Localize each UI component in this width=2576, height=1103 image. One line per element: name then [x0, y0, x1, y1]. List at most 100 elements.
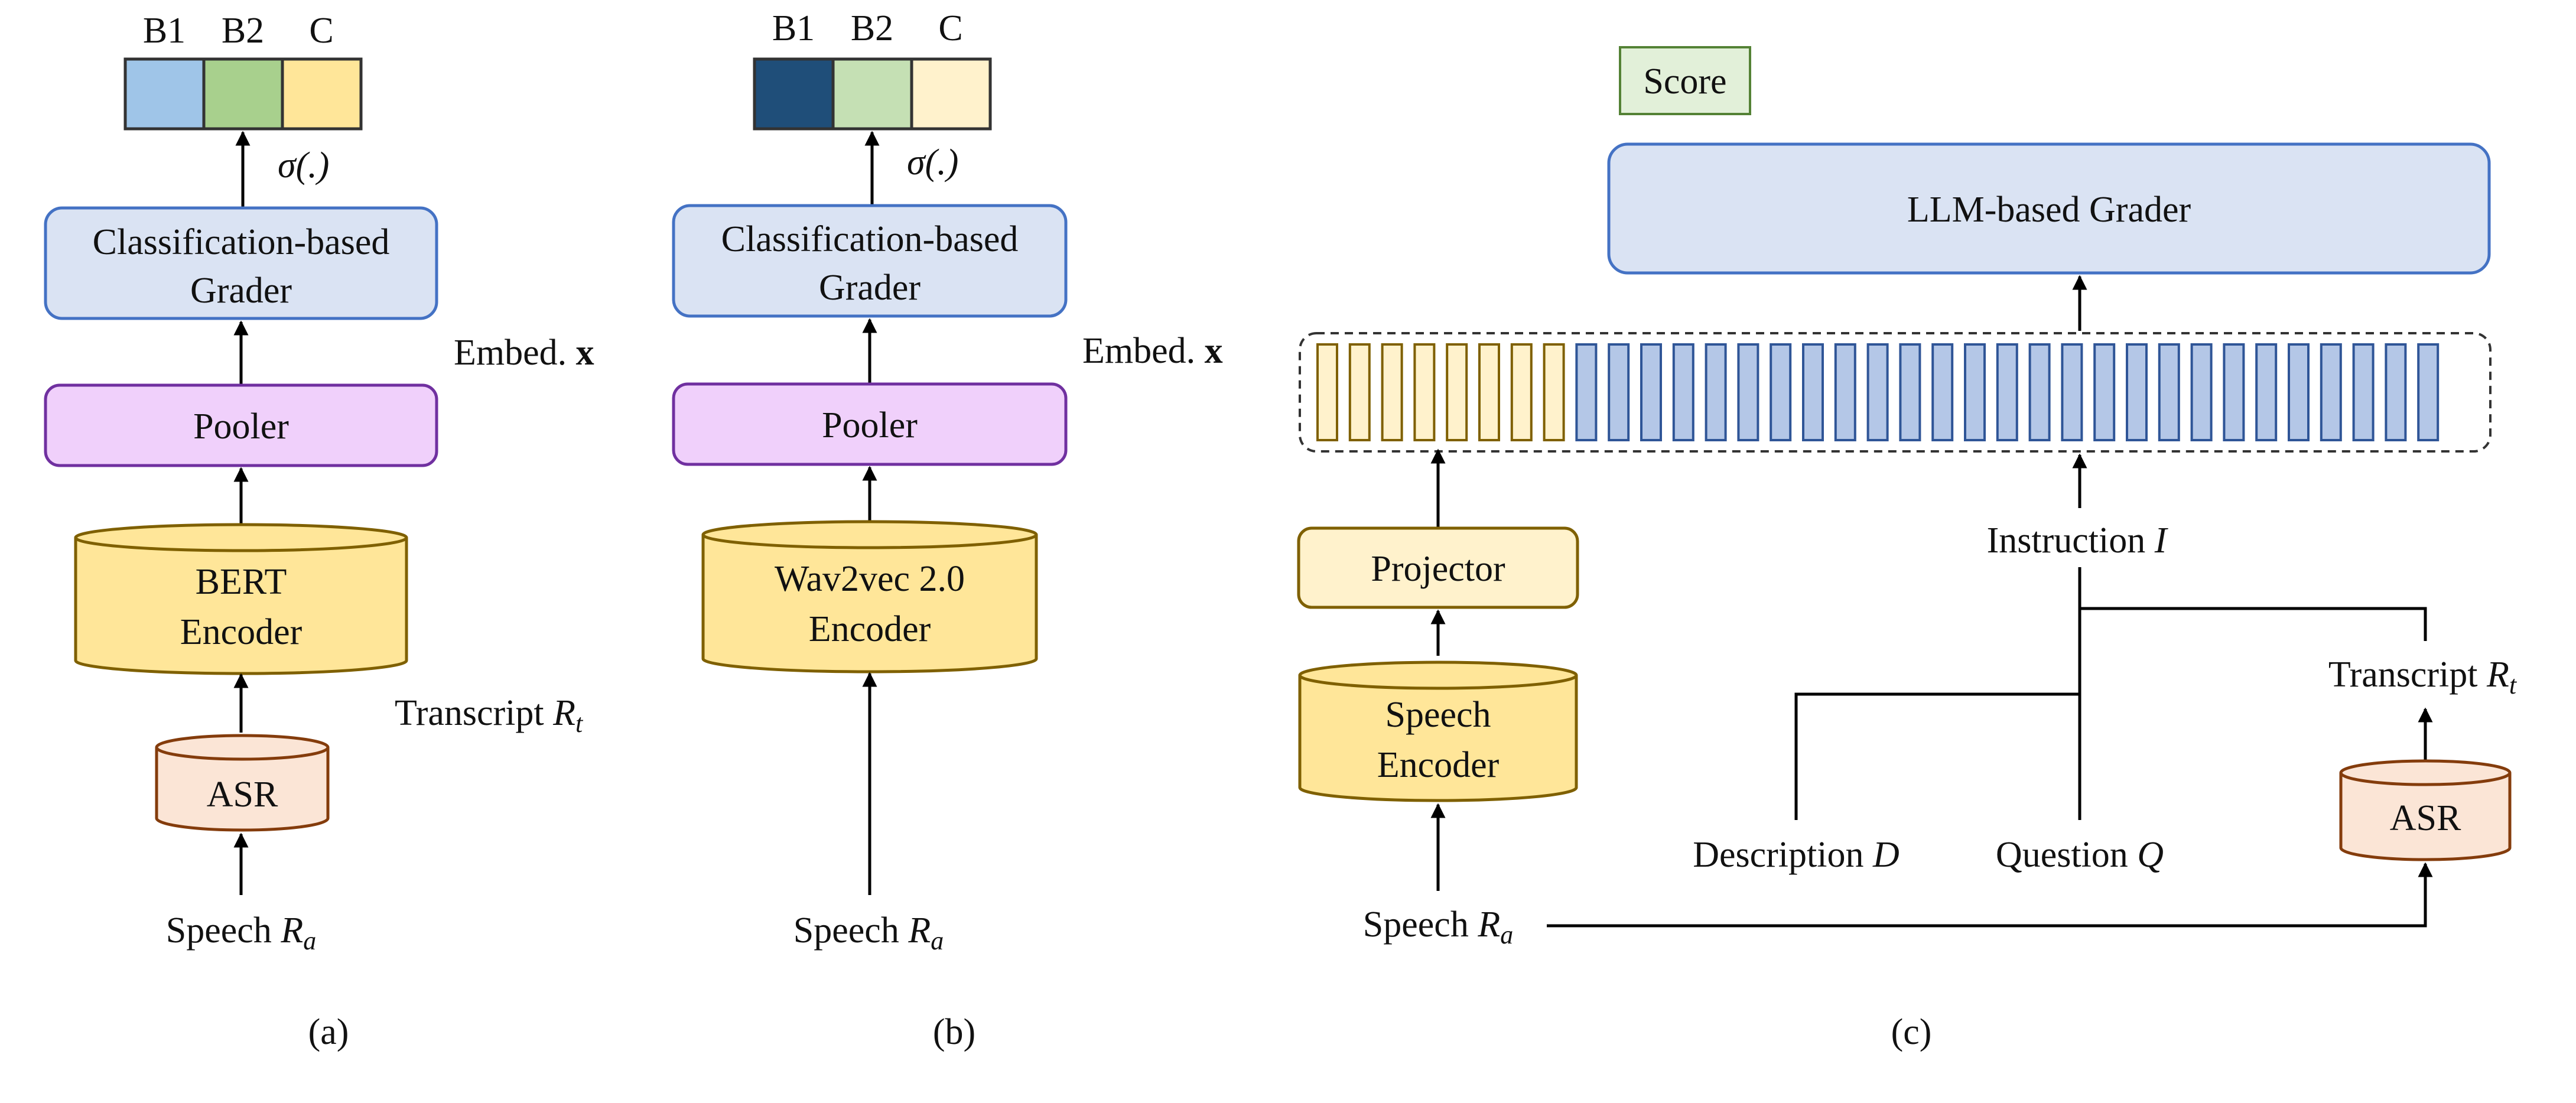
panel-b-output: B1 B2 C: [753, 8, 992, 131]
text-token: [1866, 343, 1889, 441]
speech-token: [1316, 343, 1338, 441]
speech-token: [1348, 343, 1371, 441]
panel-b-class-b2-label: B2: [851, 8, 893, 48]
panel-c-instruction-prefix: Instruction: [1987, 520, 2146, 561]
text-token: [2190, 343, 2213, 441]
panel-c-speech-var: R: [1477, 904, 1500, 945]
text-token: [1672, 343, 1694, 441]
text-token: [2093, 343, 2116, 441]
panel-c-transcript-prefix: Transcript: [2328, 655, 2478, 695]
panel-a-transcript-var: R: [552, 693, 575, 733]
panel-a-sigma: σ(.): [278, 145, 329, 186]
panel-a-embed-var: x: [576, 333, 594, 373]
speech-token: [1478, 343, 1500, 441]
panel-c-transcript-var: R: [2486, 655, 2509, 695]
panel-a-pooler-label: Pooler: [193, 406, 289, 447]
panel-b-embed-prefix: Embed.: [1082, 331, 1195, 371]
text-token: [2158, 343, 2180, 441]
panel-c-question-prefix: Question: [1996, 835, 2128, 875]
panel-b-speech-var: R: [908, 910, 931, 951]
speech-token: [1446, 343, 1468, 441]
panel-a-encoder-line2: Encoder: [180, 612, 303, 652]
panel-a-asr-label: ASR: [207, 775, 278, 815]
text-token: [1899, 343, 1921, 441]
panel-b-class-c-label: C: [938, 8, 962, 48]
panel-c-speech-sub: a: [1500, 920, 1513, 949]
panel-b-class-b2-box: [831, 57, 913, 131]
panel-b-encoder-line1: Wav2vec 2.0: [775, 559, 965, 599]
panel-b-speech-sub: a: [931, 926, 944, 955]
text-token: [1705, 343, 1727, 441]
panel-a-transcript-sub: t: [575, 709, 584, 738]
panel-a-grader-line1: Classification-based: [93, 222, 390, 262]
panel-a-class-b1-box: [123, 57, 206, 131]
panel-c-projector-box: [1297, 526, 1579, 609]
text-token: [1737, 343, 1759, 441]
panel-b-class-b1-box: [753, 57, 835, 131]
panel-c-instruction-var: I: [2154, 520, 2169, 561]
panel-b-embed-label: Embed. x: [1082, 331, 1223, 371]
text-token: [2126, 343, 2148, 441]
text-token: [2417, 343, 2440, 441]
panel-c-description-label: Description D: [1693, 835, 1900, 875]
panel-c-asr-label: ASR: [2390, 798, 2461, 838]
panel-c-description-prefix: Description: [1693, 835, 1863, 875]
panel-c-token-sequence: [1299, 332, 2492, 453]
panel-c-projector-label: Projector: [1371, 549, 1505, 589]
panel-b-class-c-box: [910, 57, 992, 131]
text-token: [2061, 343, 2083, 441]
panel-c-instruction-label: Instruction I: [1987, 520, 2169, 561]
panel-b-speech-label: Speech Ra: [793, 910, 944, 955]
panel-c-tokens: [1316, 343, 2440, 441]
panel-b-pooler-box: [672, 382, 1068, 466]
panel-b-grader-box: [672, 204, 1068, 318]
text-token: [2223, 343, 2245, 441]
panel-c-speech-to-asr: [1547, 862, 2433, 928]
panel-c-transcript-sub: t: [2509, 671, 2518, 699]
panel-c-grader-label: LLM-based Grader: [1907, 190, 2191, 230]
text-token: [2255, 343, 2278, 441]
panel-b-class-b1-label: B1: [772, 8, 815, 48]
panel-c-encoder-line2: Encoder: [1377, 745, 1500, 785]
panel-a-encoder-line1: BERT: [196, 562, 287, 602]
text-token: [1640, 343, 1662, 441]
panel-c: Score LLM-based Grader Projector Speech …: [1297, 46, 2518, 1052]
panel-a-class-b2-label: B2: [222, 11, 264, 51]
panel-a-output: B1 B2 C: [123, 11, 363, 131]
panel-c-score-box: [1619, 46, 1751, 115]
panel-c-transcript-label: Transcript Rt: [2328, 655, 2518, 699]
panel-b-grader-line2: Grader: [819, 268, 921, 308]
panel-c-speech-prefix: Speech: [1363, 904, 1469, 945]
text-token: [1964, 343, 1986, 441]
panel-c-asr-cylinder-top: [2339, 759, 2512, 786]
text-token: [1931, 343, 1954, 441]
panel-a-speech-prefix: Speech: [166, 910, 272, 951]
speech-token: [1413, 343, 1436, 441]
panel-c-encoder-line1: Speech: [1385, 695, 1491, 735]
panel-a-class-b2-box: [202, 57, 284, 131]
panel-a-encoder-cylinder-top: [74, 523, 408, 552]
text-token: [2352, 343, 2375, 441]
panel-b-encoder-line2: Encoder: [809, 609, 931, 649]
panel-a-grader-line2: Grader: [190, 271, 292, 311]
speech-token: [1510, 343, 1533, 441]
panel-a-class-c-box: [281, 57, 363, 131]
panel-c-grader-box: [1607, 142, 2491, 275]
panel-a-encoder-cylinder: [74, 538, 408, 675]
panel-b: B1 B2 C σ(.) Classification-based Grader…: [672, 8, 1223, 1052]
panel-a-asr-cylinder: [155, 747, 330, 832]
panel-a-pooler-box: [44, 383, 438, 467]
panel-c-question-var: Q: [2137, 835, 2164, 875]
panel-a-embed-label: Embed. x: [454, 333, 594, 373]
panel-a-speech-label: Speech Ra: [166, 910, 316, 955]
panel-c-description-var: D: [1872, 835, 1900, 875]
text-token: [1770, 343, 1792, 441]
panel-a-speech-var: R: [280, 910, 303, 951]
panel-b-grader-line1: Classification-based: [721, 219, 1019, 259]
panel-a: B1 B2 C σ(.) Classification-based Grader…: [44, 11, 594, 1052]
panel-b-embed-var: x: [1205, 331, 1223, 371]
speech-token: [1543, 343, 1565, 441]
panel-c-speech-label: Speech Ra: [1363, 904, 1513, 949]
panel-b-encoder-cylinder: [701, 535, 1038, 673]
text-token: [1996, 343, 2018, 441]
